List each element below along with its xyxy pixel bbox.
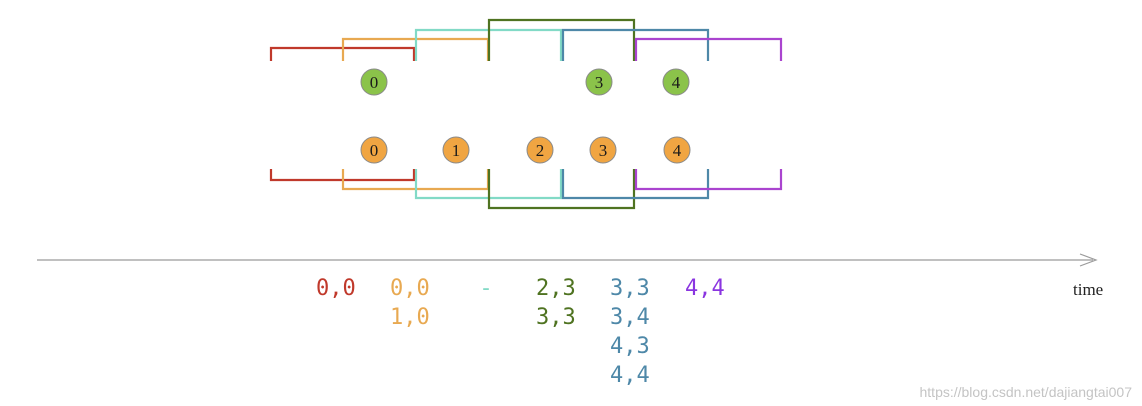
bottom-stream-element: 3 (589, 136, 617, 164)
join-result-pair: 3,3 (610, 276, 650, 301)
top-stream-element-circle (360, 68, 388, 96)
time-axis: time (37, 253, 1103, 299)
watermark: https://blog.csdn.net/dajiangtai007 (919, 384, 1133, 400)
bottom-stream-element-label: 1 (452, 141, 461, 160)
bottom-window-blue (561, 169, 710, 200)
top-window-brackets (269, 18, 783, 61)
bottom-stream-element-label: 4 (673, 141, 682, 160)
top-stream-element-label: 3 (595, 73, 604, 92)
time-axis-arrow-icon (1079, 253, 1098, 267)
bottom-window-purple (634, 169, 783, 191)
bottom-window-green (487, 169, 636, 210)
join-result-pair: 4,4 (685, 276, 725, 301)
top-window-green (487, 18, 636, 61)
top-stream-element: 4 (662, 68, 690, 96)
bottom-stream-element: 0 (360, 136, 388, 164)
bottom-stream-element-circle (360, 136, 388, 164)
bottom-stream-element-label: 2 (536, 141, 545, 160)
top-window-blue (561, 28, 710, 61)
bottom-stream-element-circle (526, 136, 554, 164)
join-result-pair: 2,3 (536, 276, 576, 301)
join-result-pair: - (479, 276, 492, 301)
top-stream-element: 3 (585, 68, 613, 96)
bottom-stream-element-circle (663, 136, 691, 164)
top-window-purple (634, 37, 783, 61)
top-stream-element-label: 4 (672, 73, 681, 92)
join-result-pair: 0,0 (390, 276, 430, 301)
bottom-stream-element-circle (589, 136, 617, 164)
bottom-stream-element: 2 (526, 136, 554, 164)
join-result-pair: 0,0 (316, 276, 356, 301)
bottom-stream-elements: 0 1 2 3 4 (360, 136, 691, 164)
top-stream-element-label: 0 (370, 73, 379, 92)
top-stream-element-circle (585, 68, 613, 96)
top-stream-element: 0 (360, 68, 388, 96)
bottom-stream-element: 1 (442, 136, 470, 164)
bottom-stream-element-circle (442, 136, 470, 164)
join-result-pair: 4,3 (610, 334, 650, 359)
join-result-pair: 4,4 (610, 363, 650, 388)
bottom-stream-element-label: 0 (370, 141, 379, 160)
join-result-pair: 3,4 (610, 305, 650, 330)
join-result-pair: 1,0 (390, 305, 430, 330)
top-stream-element-circle (662, 68, 690, 96)
bottom-stream-element: 4 (663, 136, 691, 164)
bottom-stream-element-label: 3 (599, 141, 608, 160)
join-results: 0,0 0,0 1,0 - 2,3 3,3 3,3 3,4 4,3 4,4 4,4 (316, 276, 725, 388)
bottom-window-brackets (269, 169, 783, 210)
join-result-pair: 3,3 (536, 305, 576, 330)
time-axis-label: time (1073, 280, 1103, 299)
top-stream-elements: 0 3 4 (360, 68, 690, 96)
